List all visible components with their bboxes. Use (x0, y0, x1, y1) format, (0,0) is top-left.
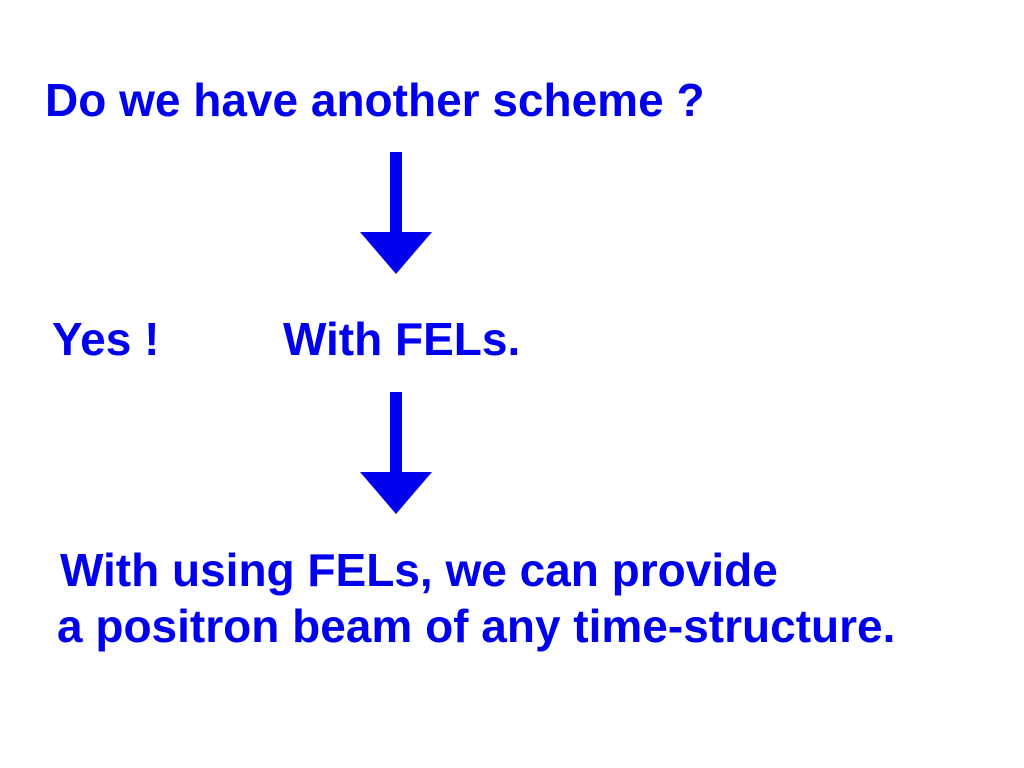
conclusion-line-1: With using FELs, we can provide (60, 544, 778, 596)
arrow-down-icon (360, 152, 432, 274)
conclusion-line-2: a positron beam of any time-structure. (57, 600, 896, 652)
arrow-down-icon (360, 392, 432, 514)
answer-with-fels-text: With FELs. (283, 313, 521, 365)
question-text: Do we have another scheme ? (45, 74, 705, 126)
answer-yes-text: Yes ! (52, 313, 160, 365)
